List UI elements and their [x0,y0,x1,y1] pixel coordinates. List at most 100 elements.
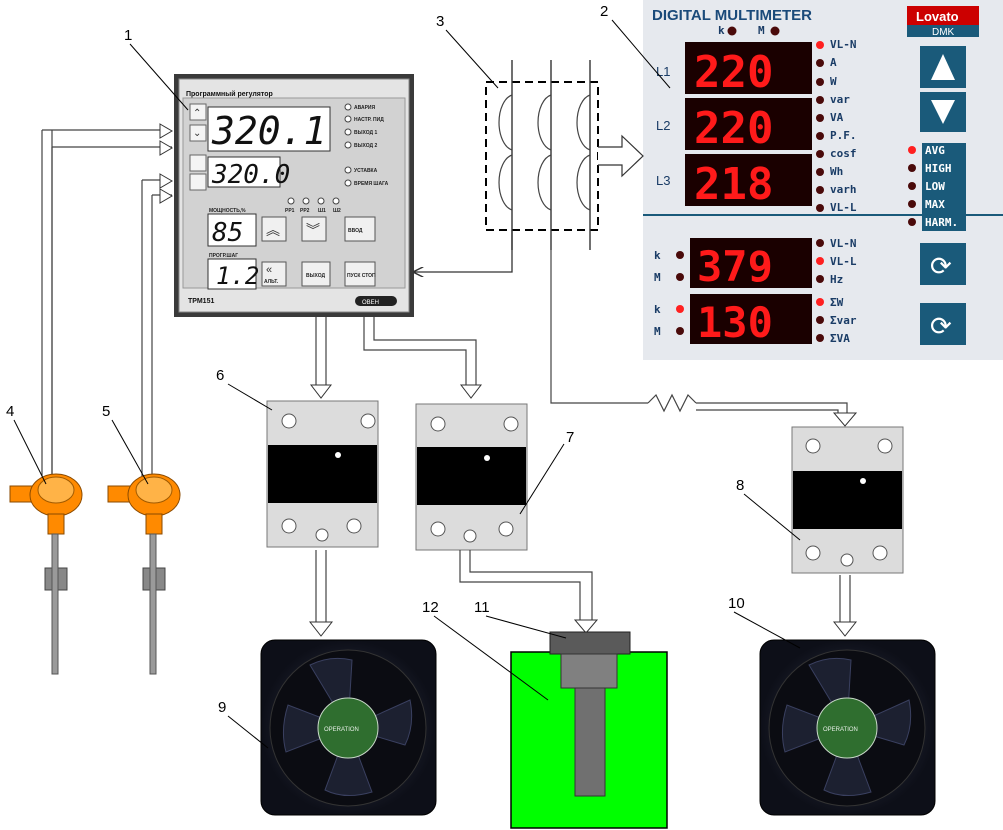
channel-leds: РР1 РР2 Ш1 Ш2 [285,197,341,214]
relay-7-to-heater [459,550,599,634]
triangle-down-icon [931,100,955,124]
resistor-icon [647,393,697,413]
power-label: МОЩНОСТЬ,% [209,208,246,214]
relay-6 [266,400,379,548]
up-arrow-icon: ⌃ [193,108,201,119]
svg-text:РР2: РР2 [300,208,310,214]
svg-text:AVG: AVG [925,144,945,157]
cycle-button-1[interactable] [920,243,966,285]
svg-text:ΣW: ΣW [830,296,844,309]
up-arrow-button[interactable] [189,103,207,121]
bottom-displays: k M 379 k M 130 VL-N VL-L Hz ΣW Σvar ΣVA [654,237,857,347]
mode-indicators: AVG HIGH LOW MAX HARM. [908,143,966,231]
current-transformers [485,60,599,250]
svg-text:P.F.: P.F. [830,129,857,142]
heater-cap [549,631,631,655]
svg-text:HIGH: HIGH [925,162,952,175]
relay-7 [415,403,528,551]
callouts: 1 2 3 4 5 6 7 8 9 10 11 12 [6,3,801,749]
callout-label: 3 [436,13,444,30]
svg-text:k: k [718,24,725,37]
led-label: НАСТР. ПИД [354,117,384,123]
double-down-button[interactable] [301,216,327,242]
led-label: ВЫХОД 1 [354,130,377,136]
thermocouple-probe-4 [9,123,173,675]
multimeter-model: DMK [932,27,955,38]
double-up-button[interactable] [261,216,287,242]
svg-text:ΣVA: ΣVA [830,332,850,345]
svg-text:VL-N: VL-N [830,38,857,51]
temperature-controller: Программный регулятор ⌃ ⌄ 320.1 АВАРИЯ Н… [174,74,414,317]
callout-label: 8 [736,477,744,494]
callout-label: 11 [474,599,490,616]
relay-8-to-fan [832,575,858,637]
svg-text:cosf: cosf [830,147,857,160]
relay-8 [791,426,904,574]
svg-text:VL-N: VL-N [830,237,857,250]
svg-text:VA: VA [830,111,844,124]
heating-element [574,687,606,797]
svg-text:ВЫХОД: ВЫХОД [306,273,326,279]
led-label: УСТАВКА [354,168,378,174]
down-arrow-button[interactable] [189,124,207,142]
run-stop-button[interactable] [344,261,376,287]
svg-text:Σvar: Σvar [830,314,857,327]
bottom-value-1: 379 [697,242,773,291]
cycle-button-2[interactable] [920,303,966,345]
setpoint-display-value: 320.0 [211,160,290,190]
thermocouple-probe-5 [107,173,181,675]
callout-label: 2 [600,3,608,20]
fan-9: OPERATION [260,639,437,816]
double-down-icon: ︾ [306,222,320,238]
svg-text:MAX: MAX [925,198,945,211]
setpoint-down-button[interactable] [189,173,207,191]
svg-text:M: M [758,24,765,37]
power-value: 85 [212,218,243,248]
alt-button[interactable] [261,261,287,287]
svg-text:ВВОД: ВВОД [348,228,363,234]
setpoint-up-button[interactable] [189,154,207,172]
controller-brand: ОВЕН [362,300,379,306]
callout-label: 12 [422,599,439,616]
refresh-icon: ⟳ [930,311,952,341]
svg-text:varh: varh [830,183,857,196]
controller-to-relay-7 [363,317,483,399]
step-value: 1.2 [216,262,259,290]
enter-button[interactable] [344,216,376,242]
refresh-icon: ⟳ [930,251,952,281]
svg-text:W: W [830,75,837,88]
step-label: ПРОГР.ШАГ [209,253,238,259]
svg-text:РР1: РР1 [285,208,295,214]
double-up-icon: ︽ [266,222,280,238]
svg-text:Wh: Wh [830,165,843,178]
status-leds: АВАРИЯ НАСТР. ПИД ВЫХОД 1 ВЫХОД 2 УСТАВК… [344,103,389,187]
svg-text:M: M [654,271,661,284]
svg-text:L1: L1 [656,64,670,79]
led-label: ВРЕМЯ ШАГА [354,181,389,187]
fan-label-10: OPERATION [823,727,858,733]
callout-label: 4 [6,403,14,420]
fan-10: OPERATION [759,639,936,816]
l2-value: 220 [694,103,773,154]
exit-button[interactable] [301,261,331,287]
callout-label: 1 [124,27,132,44]
controller-model: ТРМ151 [188,298,214,305]
svg-text:L2: L2 [656,118,670,133]
unit-indicators: VL-N A W var VA P.F. cosf Wh varh VL-L [816,38,857,214]
led-label: ВЫХОД 2 [354,143,377,149]
l1-value: 220 [694,47,773,98]
triangle-up-icon [931,54,955,80]
svg-text:ПУСК СТОП: ПУСК СТОП [347,273,376,279]
down-arrow-icon: ⌄ [193,128,201,139]
svg-text:Ш1: Ш1 [318,208,326,214]
svg-text:k: k [654,249,661,262]
controller-title: Программный регулятор [186,90,273,98]
bottom-value-2: 130 [697,298,773,347]
svg-text:LOW: LOW [925,180,945,193]
svg-text:var: var [830,93,850,106]
relay-6-to-fan [308,550,334,637]
svg-text:A: A [830,56,837,69]
fan-label-9: OPERATION [324,727,359,733]
svg-text:VL-L: VL-L [830,255,857,268]
